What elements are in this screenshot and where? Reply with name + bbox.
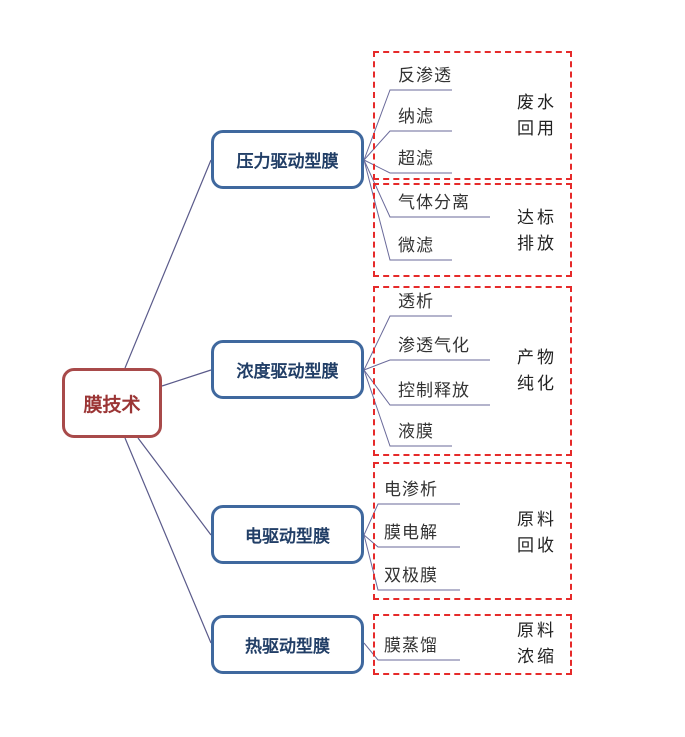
category-label: 电驱动型膜 — [245, 527, 330, 547]
leaf-pervaporation: 渗透气化 — [398, 336, 470, 356]
purpose-wastewater-reuse: 废水 回用 — [517, 90, 557, 142]
purpose-line: 浓缩 — [517, 647, 557, 667]
category-electric-driven: 电驱动型膜 — [211, 505, 364, 564]
connector-leaf-gas-separation — [363, 159, 490, 218]
purpose-line: 达标 — [517, 208, 557, 228]
group-discharge-standard — [373, 183, 572, 277]
category-label: 热驱动型膜 — [245, 637, 330, 657]
connector-leaf-electrodialysis — [363, 503, 460, 536]
connector-root-to-pressure — [124, 159, 212, 369]
leaf-dialysis: 透析 — [398, 292, 434, 312]
leaf-microfiltration: 微滤 — [398, 236, 434, 256]
purpose-line: 排放 — [517, 234, 557, 254]
group-wastewater-reuse — [373, 51, 572, 180]
connector-leaf-bipolar-membrane — [363, 534, 460, 591]
leaf-reverse-osmosis: 反渗透 — [398, 66, 452, 86]
purpose-line: 纯化 — [517, 374, 557, 394]
connector-leaf-pervaporation — [363, 359, 490, 371]
purpose-line: 产物 — [517, 348, 557, 368]
category-label: 浓度驱动型膜 — [236, 362, 339, 382]
purpose-material-recovery: 原料 回收 — [517, 507, 557, 559]
group-material-recovery — [373, 462, 572, 600]
connector-leaf-liquid-membrane — [363, 369, 452, 447]
category-pressure-driven: 压力驱动型膜 — [211, 130, 364, 189]
connector-leaf-ultrafiltration — [363, 159, 452, 174]
group-product-purification — [373, 286, 572, 456]
connector-leaf-controlled-release — [363, 369, 490, 406]
leaf-nanofiltration: 纳滤 — [398, 107, 434, 127]
category-label: 压力驱动型膜 — [236, 152, 339, 172]
connector-leaf-membrane-electrolysis — [363, 534, 460, 548]
purpose-product-purification: 产物 纯化 — [517, 345, 557, 397]
purpose-line: 原料 — [517, 510, 557, 530]
purpose-material-concentration: 原料 浓缩 — [517, 618, 557, 670]
connector-root-to-electric — [137, 437, 212, 536]
connector-root-to-thermal — [124, 437, 212, 644]
leaf-liquid-membrane: 液膜 — [398, 422, 434, 442]
connector-leaf-membrane-distillation — [363, 642, 460, 661]
leaf-ultrafiltration: 超滤 — [398, 149, 434, 169]
purpose-line: 废水 — [517, 93, 557, 113]
connector-leaf-microfiltration — [363, 159, 452, 261]
leaf-controlled-release: 控制释放 — [398, 381, 470, 401]
purpose-line: 回收 — [517, 536, 557, 556]
leaf-bipolar-membrane: 双极膜 — [384, 566, 438, 586]
category-thermal-driven: 热驱动型膜 — [211, 615, 364, 674]
group-material-concentration — [373, 614, 572, 675]
purpose-line: 原料 — [517, 621, 557, 641]
category-concentration-driven: 浓度驱动型膜 — [211, 340, 364, 399]
leaf-gas-separation: 气体分离 — [398, 193, 470, 213]
purpose-line: 回用 — [517, 119, 557, 139]
connector-leaf-nanofiltration — [363, 130, 452, 161]
root-label: 膜技术 — [83, 393, 141, 416]
leaf-membrane-electrolysis: 膜电解 — [384, 523, 438, 543]
purpose-discharge-standard: 达标 排放 — [517, 205, 557, 257]
root-node: 膜技术 — [62, 368, 162, 438]
leaf-membrane-distillation: 膜蒸馏 — [384, 636, 438, 656]
connector-leaf-dialysis — [363, 315, 452, 371]
leaf-electrodialysis: 电渗析 — [384, 480, 438, 500]
connector-leaf-reverse-osmosis — [363, 89, 452, 161]
connector-root-to-concentration — [161, 369, 212, 387]
